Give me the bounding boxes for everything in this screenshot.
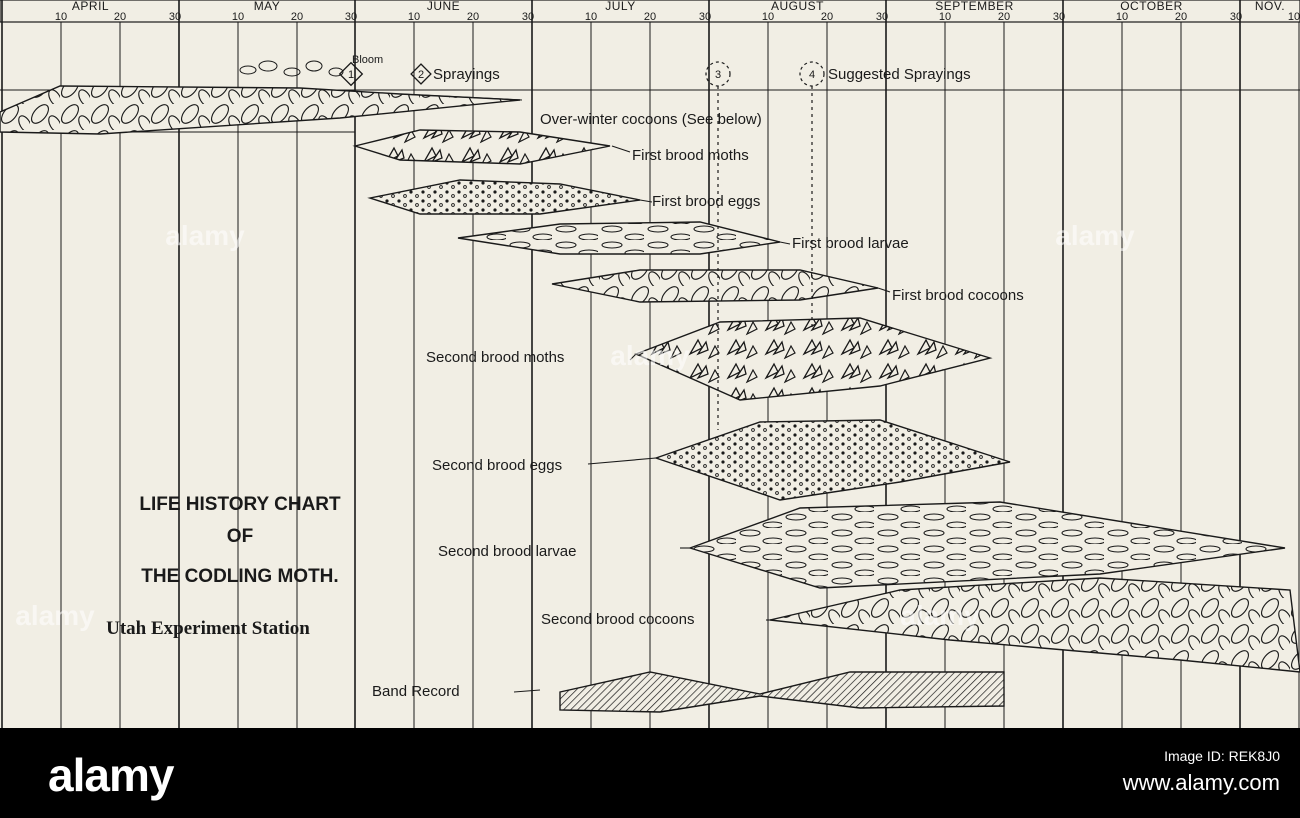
svg-text:Utah Experiment Station: Utah Experiment Station [106,618,310,639]
stage-shape-2 [352,129,611,165]
stage-shapes [0,85,1300,713]
day-label: 10 [55,11,67,23]
suggested-sprayings-label: Suggested Sprayings [828,66,971,83]
month-label-0: APRIL [72,0,109,13]
suggested-spray-guides [717,86,813,430]
day-label: 20 [998,11,1010,23]
chart-title: LIFE HISTORY CHART OF THE CODLING MOTH. … [106,494,341,639]
day-label: 30 [1230,11,1242,23]
day-label: 10 [939,11,951,23]
month-label-3: JULY [605,0,635,13]
stage-shape-9 [769,577,1300,673]
stage-shape-8 [687,501,1286,589]
svg-text:LIFE HISTORY CHART: LIFE HISTORY CHART [139,494,341,515]
day-label: 20 [467,11,479,23]
image-id: Image ID: REK8J0 [1164,748,1280,764]
month-label-5: SEPTEMBER [935,0,1014,13]
month-label-1: MAY [254,0,281,13]
stage-label-6: Second brood moths [426,349,564,366]
svg-text:alamy: alamy [165,220,245,251]
life-history-chart: APRIL 10 20 30 MAY 10 20 30 JUNE 10 20 30 JULY 10 20 30… [0,0,1300,728]
bloom-label: Bloom [352,54,383,66]
svg-text:1: 1 [348,69,354,81]
day-label: 20 [821,11,833,23]
day-label: 30 [345,11,357,23]
svg-text:alamy: alamy [610,340,690,371]
svg-text:alamy: alamy [1055,220,1135,251]
month-label-6: OCTOBER [1120,0,1183,13]
svg-text:alamy: alamy [900,600,980,631]
spray-marker-1: 1 [338,61,364,87]
svg-text:4: 4 [809,69,815,81]
day-label: 30 [876,11,888,23]
day-label: 30 [522,11,534,23]
month-label-2: JUNE [427,0,460,13]
stage-label-7: Second brood eggs [432,457,562,474]
day-label: 30 [1053,11,1065,23]
stage-label-5: First brood cocoons [892,287,1024,304]
day-label: 30 [169,11,181,23]
month-header: APRIL 10 20 30 MAY 10 20 30 JUNE 10 20 30 JULY 10 20 30… [0,0,1300,23]
day-label: 10 [408,11,420,23]
month-label-4: AUGUST [771,0,824,13]
day-label: 20 [644,11,656,23]
stage-shape-1 [0,85,521,135]
day-label: 20 [291,11,303,23]
stage-shape-5 [551,269,879,303]
day-label: 10 [232,11,244,23]
stage-label-1: Over-winter cocoons (See below) [540,111,762,128]
svg-text:THE CODLING MOTH.: THE CODLING MOTH. [141,566,338,587]
day-label: 10 [585,11,597,23]
stage-labels: Over-winter cocoons (See below) First bro… [372,111,1024,700]
chart-svg: APRIL 10 20 30 MAY 10 20 30 JUNE 10 20 30 JULY 10 20 30… [0,0,1300,728]
svg-text:2: 2 [418,69,424,81]
svg-text:3: 3 [715,69,721,81]
stage-shape-4 [457,221,781,255]
watermarks: alamy alamy alamy alamy alamy [15,220,1135,631]
alamy-footer-bar [0,728,1300,818]
site-link[interactable]: www.alamy.com [1122,770,1280,795]
svg-text:OF: OF [227,526,253,547]
stage-shape-6 [634,317,993,401]
stage-shape-3 [367,179,641,215]
day-label: 10 [1288,11,1300,23]
day-label: 30 [699,11,711,23]
stage-shape-10 [559,671,1005,713]
day-label: 10 [762,11,774,23]
month-label-7: NOV. [1255,0,1285,13]
spray-marker-2: 2 Sprayings [410,63,500,85]
bloom-cluster: Bloom [239,54,383,77]
day-label: 20 [1175,11,1187,23]
spray-marker-4: 4 Suggested Sprayings [799,61,971,87]
image-credit: Image ID: REK8J0 www.alamy.com [1123,748,1280,796]
stage-label-8: Second brood larvae [438,543,576,560]
svg-text:alamy: alamy [15,600,95,631]
stage-label-4: First brood larvae [792,235,909,252]
stage-label-2: First brood moths [632,147,749,164]
stage-label-9: Second brood cocoons [541,611,694,628]
stage-label-3: First brood eggs [652,193,760,210]
stage-shape-7 [653,419,1011,501]
day-label: 10 [1116,11,1128,23]
day-label: 20 [114,11,126,23]
alamy-logo[interactable]: alamy [48,749,174,801]
stage-label-10: Band Record [372,683,460,700]
sprayings-label: Sprayings [433,66,500,83]
